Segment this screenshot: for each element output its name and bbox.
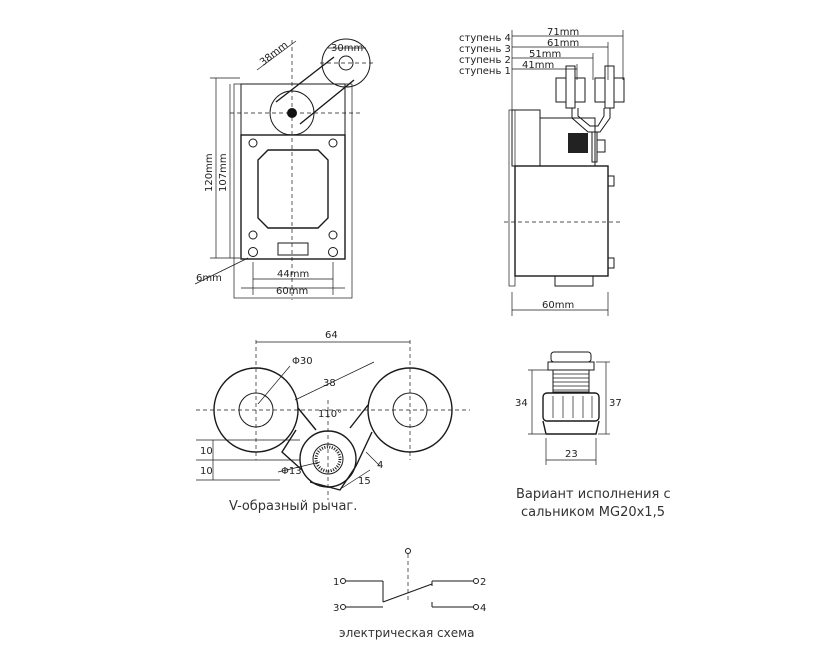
side-view: ступень 4 ступень 3 ступень 2 ступень 1 … — [459, 27, 625, 316]
side-rollers — [555, 65, 625, 109]
dim-44mm-label: 44mm — [277, 269, 309, 280]
dim-41mm-label: 41mm — [522, 60, 554, 71]
side-body — [514, 165, 609, 277]
dim-120mm-label: 120mm — [204, 153, 215, 192]
lever-left-arm — [281, 429, 303, 471]
side-actuator-block — [568, 133, 588, 153]
gland-caption-line2: сальником MG20x1,5 — [521, 505, 665, 520]
dim-30mm-label: 30mm — [331, 43, 363, 54]
dim-leader-phi13 — [277, 461, 321, 473]
lever-caption: V-образный рычаг. — [229, 499, 358, 514]
dim-38mm-label: 38mm — [258, 40, 290, 69]
front-cover-window — [257, 149, 329, 229]
dim-61mm-label: 61mm — [547, 38, 579, 49]
front-roller-axle — [338, 55, 354, 71]
stage-3-label: ступень 3 — [459, 44, 511, 55]
front-view: 30mm 38mm 120mm 107mm 6mm 44mm 60mm — [194, 38, 375, 300]
gland-seal — [542, 420, 600, 435]
dim-6mm-label: 6mm — [196, 273, 222, 284]
dim-phi13-label: Φ13 — [281, 466, 302, 477]
electrical-schematic: 1 2 3 4 — [333, 548, 486, 614]
terminal-1-label: 1 — [333, 577, 339, 588]
dim-line-38 — [294, 361, 375, 401]
stage-2-label: ступень 2 — [459, 55, 511, 66]
stage-1-label: ступень 1 — [459, 66, 511, 77]
dim-34-label: 34 — [515, 398, 528, 409]
side-dim-60mm-label: 60mm — [542, 300, 574, 311]
stage-4-label: ступень 4 — [459, 33, 511, 44]
side-head — [511, 109, 541, 167]
dim-51mm-label: 51mm — [529, 49, 561, 60]
terminal-4-label: 4 — [480, 603, 486, 614]
schematic-actuator-terminal — [405, 548, 411, 554]
gland-body — [542, 392, 600, 422]
gland-thread — [552, 369, 590, 393]
gland-caption-line1: Вариант исполнения с — [516, 487, 671, 502]
side-cable-entry — [554, 275, 594, 287]
dim-line-15 — [341, 469, 371, 489]
gland-cap-nut — [550, 351, 592, 363]
dim-71mm-label: 71mm — [547, 27, 579, 38]
gland-thread-lines — [553, 373, 589, 391]
schematic-caption: электрическая схема — [339, 626, 475, 640]
dim-line-38mm — [256, 40, 297, 71]
dim-10-lower-label: 10 — [200, 466, 213, 477]
gland-view: 34 37 23 — [515, 351, 622, 465]
terminal-2-label: 2 — [480, 577, 486, 588]
front-body-outline — [240, 134, 346, 260]
terminal-3-label: 3 — [333, 603, 339, 614]
front-frame-outline — [233, 83, 353, 299]
front-cable-entry — [277, 242, 309, 256]
lever-right-arm — [349, 404, 369, 429]
dim-38-label: 38 — [323, 378, 336, 389]
dim-4-label: 4 — [377, 460, 383, 471]
dim-leader-6mm — [194, 257, 249, 285]
dim-10-upper-label: 10 — [200, 446, 213, 457]
lever-left-roller — [213, 367, 299, 453]
dim-37-label: 37 — [609, 398, 622, 409]
dim-phi30-label: Φ30 — [292, 356, 313, 367]
dim-64-label: 64 — [325, 330, 338, 341]
dim-23-label: 23 — [565, 449, 578, 460]
dim-15-label: 15 — [358, 476, 371, 487]
dim-110-label: 110° — [318, 409, 342, 420]
lever-view: 64 Φ30 38 110° 10 10 Φ13 4 15 — [196, 330, 470, 500]
dim-leader-phi30 — [257, 365, 291, 405]
gland-ribs — [552, 396, 593, 418]
front-mounting-holes — [248, 138, 338, 257]
dim-60mm-label: 60mm — [276, 286, 308, 297]
lever-right-roller — [367, 367, 453, 453]
front-lever-arm-a — [275, 56, 335, 103]
dim-107mm-label: 107mm — [218, 153, 229, 192]
